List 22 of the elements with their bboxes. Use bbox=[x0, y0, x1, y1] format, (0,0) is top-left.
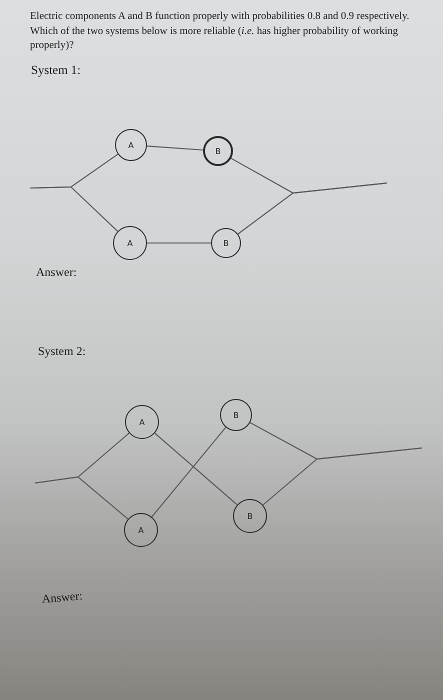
wire bbox=[147, 242, 211, 244]
section-heading: System 2: bbox=[38, 344, 87, 360]
component-circle: B bbox=[220, 399, 252, 431]
answer-prompt: Answer: bbox=[36, 265, 78, 281]
wire bbox=[151, 426, 226, 518]
wire bbox=[154, 432, 238, 506]
wire bbox=[30, 186, 118, 232]
wire bbox=[238, 182, 388, 234]
answer-prompt: Answer: bbox=[41, 587, 84, 608]
question-text: Which of the two systems below is more reliable (i.e. has higher probability of working properly)? bbox=[30, 25, 399, 52]
component-circle: B bbox=[203, 136, 233, 166]
component-circle: A bbox=[115, 129, 147, 161]
component-circle: B bbox=[233, 499, 267, 533]
component-circle: A bbox=[125, 405, 159, 439]
wire bbox=[146, 146, 204, 151]
component-circle: A bbox=[113, 226, 147, 260]
component-circle: B bbox=[211, 228, 241, 258]
component-circle: A bbox=[124, 513, 158, 547]
wire bbox=[262, 447, 422, 506]
wire bbox=[34, 476, 128, 520]
question-text: Electric components A and B function properly with probabilities 0.8 and 0.9 respectively. bbox=[30, 10, 410, 24]
section-heading: System 1: bbox=[31, 62, 82, 78]
